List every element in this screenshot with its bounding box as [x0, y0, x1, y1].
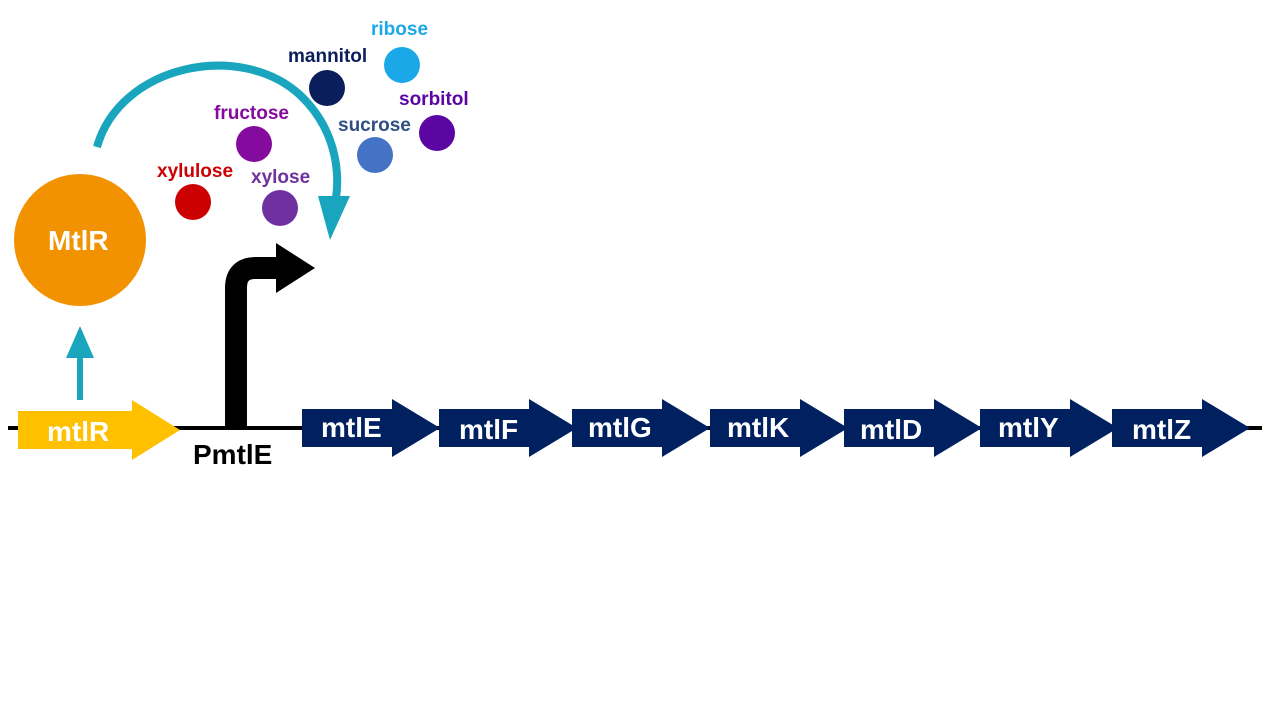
sugar-xylulose-circle [175, 184, 211, 220]
gene-arrow-mtlg [572, 399, 710, 457]
sugar-xylose-circle [262, 190, 298, 226]
gene-arrow-mtlk [710, 399, 848, 457]
gene-label-mtle: mtlE [321, 412, 382, 443]
sugar-fructose-circle [236, 126, 272, 162]
gene-label-mtlg: mtlG [588, 412, 652, 443]
gene-label-mtlf: mtlF [459, 414, 519, 445]
sugar-molecules [175, 47, 455, 226]
regulation-curve-arrow-head [318, 196, 350, 240]
sugar-label-sorbitol: sorbitol [399, 89, 469, 110]
gene-label-mtly: mtlY [998, 412, 1059, 443]
sugar-label-sucrose: sucrose [338, 115, 411, 136]
expression-arrow-head [66, 326, 94, 358]
mtlr-protein-label: MtlR [48, 225, 109, 256]
promoter-arrow-head [276, 243, 315, 293]
sugar-sucrose-circle [357, 137, 393, 173]
mtlr-gene-label: mtlR [47, 416, 110, 447]
sugar-label-ribose: ribose [371, 19, 429, 40]
gene-arrow-mtlz [1112, 399, 1250, 457]
sugar-label-mannitol: mannitol [288, 46, 368, 67]
gene-label-mtlz: mtlZ [1132, 414, 1192, 445]
mtlr-gene-arrow [18, 400, 180, 460]
sugar-label-xylose: xylose [251, 167, 311, 188]
sugar-mannitol-circle [309, 70, 345, 106]
sugar-label-fructose: fructose [214, 103, 289, 124]
sugar-label-xylulose: xylulose [157, 161, 234, 182]
regulation-curve-arrow [93, 61, 342, 199]
operon-genes [302, 399, 1250, 457]
gene-arrow-mtld [844, 399, 982, 457]
gene-arrow-mtly [980, 399, 1118, 457]
sugar-ribose-circle [384, 47, 420, 83]
promoter-label: PmtlE [193, 439, 273, 470]
gene-arrow-mtlf [439, 399, 577, 457]
gene-arrow-mtle [302, 399, 440, 457]
mtlr-protein [14, 174, 146, 306]
promoter-arrow [225, 257, 282, 430]
sugar-sorbitol-circle [419, 115, 455, 151]
gene-label-mtld: mtlD [860, 414, 923, 445]
gene-label-mtlk: mtlK [727, 412, 790, 443]
